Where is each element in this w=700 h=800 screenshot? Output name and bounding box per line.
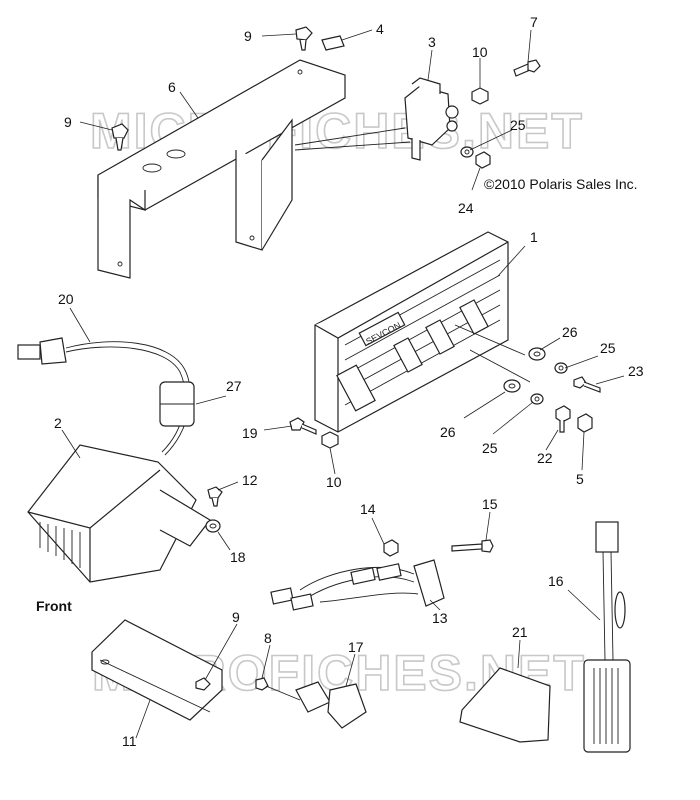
part-4-clip	[321, 35, 345, 51]
part-15-screw	[451, 539, 494, 553]
callout-14: 14	[360, 501, 376, 517]
callout-1: 1	[530, 229, 538, 245]
callout-25: 25	[510, 117, 526, 133]
part-3-relay	[294, 77, 459, 161]
part-11-plate	[91, 619, 223, 721]
part-10-nut-bottom	[321, 431, 339, 449]
part-22-stud	[555, 405, 571, 433]
callout-11: 11	[122, 733, 137, 749]
part-26-washer-b	[503, 379, 521, 393]
callout-15: 15	[482, 496, 498, 512]
part-25-washer-top	[460, 146, 474, 158]
part-17-connector	[295, 681, 367, 729]
part-26-washer-a	[528, 347, 546, 361]
callout-3: 3	[428, 34, 436, 50]
callout-23: 23	[628, 363, 644, 379]
part-16-harness	[583, 521, 631, 753]
callout-labels: 9 4 7 3 10 6 9 25 24 1 20 26 25 23 27 2 …	[54, 14, 644, 749]
callout-10b: 10	[326, 474, 342, 490]
part-9-bolt-bottom	[195, 677, 211, 691]
callout-25b: 25	[600, 340, 616, 356]
leader-lines	[61, 29, 625, 739]
part-25-washer-a	[554, 362, 568, 374]
part-24-nut	[475, 151, 491, 169]
part-8-screw	[255, 677, 301, 701]
part-10-nut-top	[471, 87, 489, 105]
part-2-charger	[27, 444, 211, 583]
callout-27: 27	[226, 378, 242, 394]
part-9-bolt-left	[111, 123, 129, 151]
part-13-harness	[270, 559, 445, 611]
copyright-notice: ©2010 Polaris Sales Inc.	[484, 176, 638, 192]
callout-12: 12	[242, 472, 258, 488]
callout-9b: 9	[64, 114, 72, 130]
callout-13: 13	[432, 610, 448, 626]
callout-8: 8	[264, 630, 272, 646]
callout-18: 18	[230, 549, 246, 565]
callout-26: 26	[562, 324, 578, 340]
part-25-washer-b	[530, 393, 544, 405]
part-12-bolt	[207, 486, 223, 507]
callout-21: 21	[512, 624, 528, 640]
callout-2: 2	[54, 415, 62, 431]
part-7-bolt	[513, 59, 541, 77]
callout-9c: 9	[232, 609, 240, 625]
part-21-plate	[459, 667, 551, 743]
callout-25c: 25	[482, 440, 498, 456]
part-23-bolt	[573, 376, 601, 393]
callout-5: 5	[576, 471, 584, 487]
callout-7: 7	[530, 14, 538, 30]
callout-20: 20	[58, 291, 74, 307]
part-27-ferrite	[159, 381, 195, 427]
part-6-bracket	[97, 59, 346, 279]
callout-22: 22	[537, 450, 553, 466]
callout-4: 4	[376, 21, 384, 37]
callout-6: 6	[168, 79, 176, 95]
callout-24: 24	[458, 200, 474, 216]
part-9-bolt-top	[295, 26, 313, 51]
callout-10: 10	[472, 44, 488, 60]
callout-16: 16	[548, 573, 564, 589]
callout-26b: 26	[440, 424, 456, 440]
part-18-washer	[205, 519, 221, 533]
part-14-nut	[383, 539, 399, 557]
part-5-nut	[577, 413, 593, 433]
callout-17: 17	[348, 639, 364, 655]
front-label: Front	[36, 598, 72, 614]
callout-9: 9	[244, 28, 252, 44]
callout-19: 19	[242, 425, 258, 441]
part-19-bolt	[289, 417, 317, 435]
part-1-controller	[314, 231, 531, 433]
